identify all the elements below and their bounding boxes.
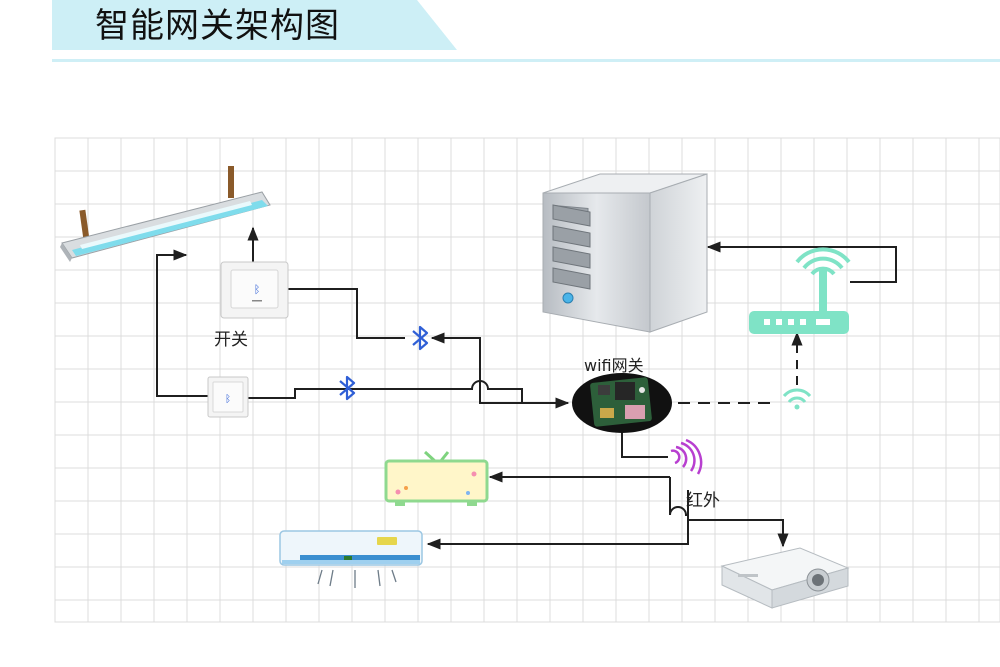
svg-text:ᛒ: ᛒ bbox=[225, 394, 231, 405]
router-icon bbox=[749, 247, 851, 334]
bluetooth-icon bbox=[339, 375, 356, 401]
gateway-label: wifi网关 bbox=[584, 356, 644, 375]
bluetooth-icon bbox=[412, 325, 429, 351]
wifi-gateway-icon bbox=[572, 373, 672, 433]
projector-icon bbox=[720, 547, 850, 609]
connector-lines bbox=[156, 226, 897, 550]
page-title: 智能网关架构图 bbox=[95, 6, 340, 46]
server-icon bbox=[542, 173, 708, 333]
switch-top-icon: ᛒ bbox=[220, 261, 289, 319]
infrared-icon bbox=[670, 438, 703, 475]
tv-icon bbox=[384, 450, 489, 506]
infrared-label: 红外 bbox=[686, 491, 720, 511]
title-banner bbox=[52, 0, 457, 50]
switch-bottom-icon: ᛒ bbox=[207, 376, 249, 418]
air-conditioner-icon bbox=[279, 530, 423, 588]
switch-label: 开关 bbox=[214, 330, 248, 350]
wifi-icon bbox=[782, 388, 812, 410]
svg-text:ᛒ: ᛒ bbox=[254, 283, 261, 296]
fluorescent-lamp-icon bbox=[60, 166, 271, 262]
title-divider bbox=[52, 59, 1000, 62]
